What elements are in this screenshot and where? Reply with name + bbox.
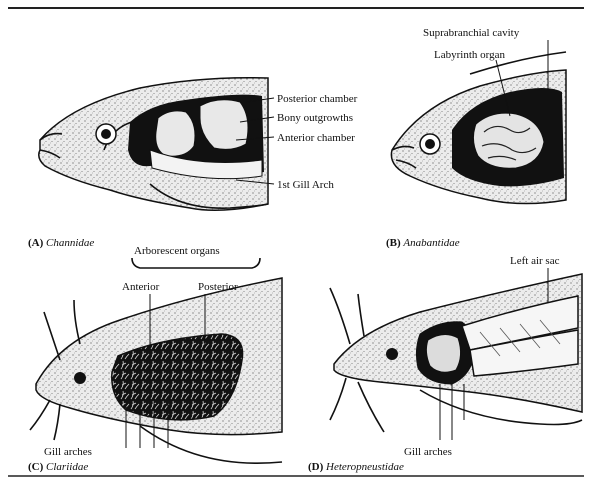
panel-d-eye [386,348,398,360]
caption-c: (C) Clariidae [28,461,88,473]
caption-d-letter: (D) [308,461,324,473]
panel-a-channidae: Posterior chamber Bony outgrowths Anteri… [28,78,358,249]
label-gill-arches-d: Gill arches [404,446,452,458]
caption-d-name: Heteropneustidae [325,461,404,473]
label-anterior-chamber: Anterior chamber [277,132,355,144]
label-bony-outgrowths: Bony outgrowths [277,112,353,124]
caption-b: (B) Anabantidae [386,237,460,249]
label-left-air-sac: Left air sac [510,255,560,267]
label-suprabranchial-cavity: Suprabranchial cavity [423,27,520,39]
label-posterior-chamber: Posterior chamber [277,93,358,105]
caption-a: (A) Channidae [28,237,94,249]
caption-b-letter: (B) [386,237,401,249]
panel-c-clariidae: Arborescent organs Anterior Posterior Gi… [28,245,282,473]
label-posterior: Posterior [198,281,238,293]
caption-c-letter: (C) [28,461,44,473]
panel-d-heteropneustidae: Left air sac Gill arches (D) Heteropneus… [308,255,582,473]
label-arborescent-organs: Arborescent organs [134,245,220,257]
caption-a-letter: (A) [28,237,44,249]
caption-c-name: Clariidae [46,461,88,473]
caption-d: (D) Heteropneustidae [308,461,404,473]
label-gill-arches-c: Gill arches [44,446,92,458]
panel-b-anabantidae: Labyrinth organ Suprabranchial cavity (B… [386,27,566,249]
label-labyrinth-organ: Labyrinth organ [434,49,505,61]
caption-a-name: Channidae [46,237,94,249]
caption-b-name: Anabantidae [402,237,459,249]
panel-c-eye [74,372,86,384]
label-anterior: Anterior [122,281,160,293]
label-1st-gill-arch: 1st Gill Arch [277,179,334,191]
